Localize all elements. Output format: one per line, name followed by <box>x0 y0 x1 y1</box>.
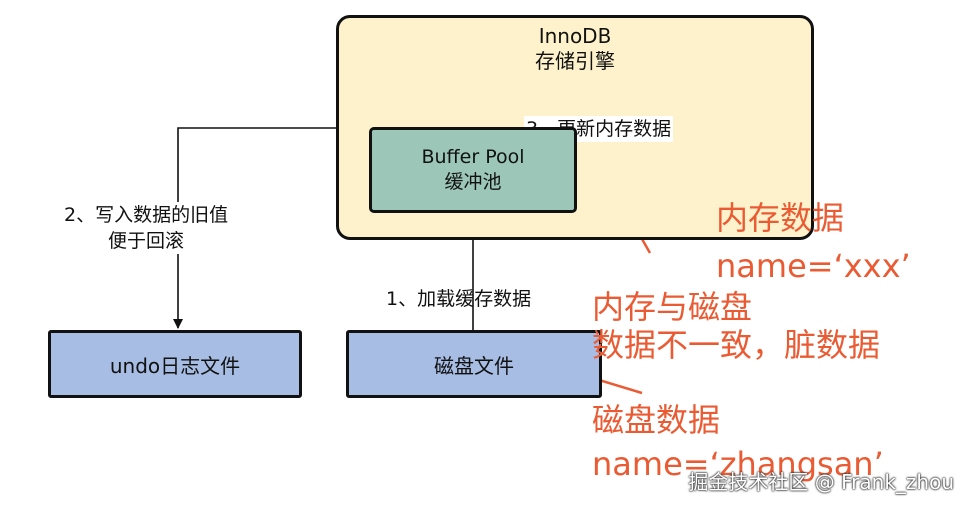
disk-data-annotation: 磁盘数据 name=‘zhangsan’ <box>592 400 884 484</box>
disk-data-line1: 磁盘数据 <box>592 401 721 439</box>
step2-label-line2: 便于回滚 <box>108 230 185 252</box>
disk-file-box: 磁盘文件 <box>346 330 602 398</box>
watermark: 掘金技术社区 @ Frank_zhou <box>688 470 954 494</box>
memory-data-annotation: 内存数据 name=‘xxx’ <box>716 198 911 286</box>
step2-label: 2、写入数据的旧值 便于回滚 <box>62 202 231 254</box>
step1-label: 1、加载缓存数据 <box>386 288 532 310</box>
innodb-title: InnoDB <box>538 24 612 48</box>
arrow-innodb-to-undo <box>173 127 336 329</box>
mismatch-line2: 数据不一致，脏数据 <box>592 326 881 364</box>
mismatch-line1: 内存与磁盘 <box>592 288 753 326</box>
memory-data-line1: 内存数据 <box>716 199 845 237</box>
buffer-pool-box: Buffer Pool 缓冲池 <box>369 127 577 213</box>
undo-log-file-label: undo日志文件 <box>109 353 241 378</box>
innodb-subtitle: 存储引擎 <box>535 49 615 73</box>
mismatch-annotation: 内存与磁盘 数据不一致，脏数据 <box>592 288 880 364</box>
buffer-pool-title: Buffer Pool <box>421 146 525 168</box>
disk-file-label: 磁盘文件 <box>434 353 514 378</box>
undo-log-file-box: undo日志文件 <box>48 330 302 398</box>
disk-data-line2: name=‘zhangsan’ <box>592 445 884 483</box>
buffer-pool-subtitle: 缓冲池 <box>444 171 502 193</box>
step2-label-line1: 2、写入数据的旧值 <box>64 204 229 226</box>
memory-data-line2: name=‘xxx’ <box>716 247 911 285</box>
